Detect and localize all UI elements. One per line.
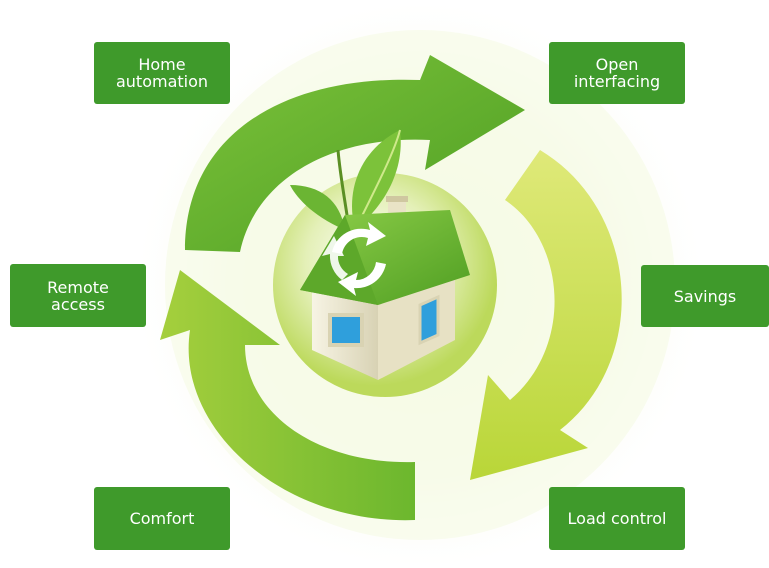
load-control-label: Load control	[549, 487, 685, 550]
recycle-icon	[322, 222, 386, 296]
home-automation-label: Home automation	[94, 42, 230, 104]
cycle-arrow-icon	[470, 150, 622, 480]
remote-access-label: Remote access	[10, 264, 146, 327]
open-interfacing-label: Open interfacing	[549, 42, 685, 104]
savings-label: Savings	[641, 265, 769, 327]
comfort-label: Comfort	[94, 487, 230, 550]
cycle-arrow-icon	[185, 55, 525, 252]
cycle-arrow-icon	[160, 270, 415, 521]
